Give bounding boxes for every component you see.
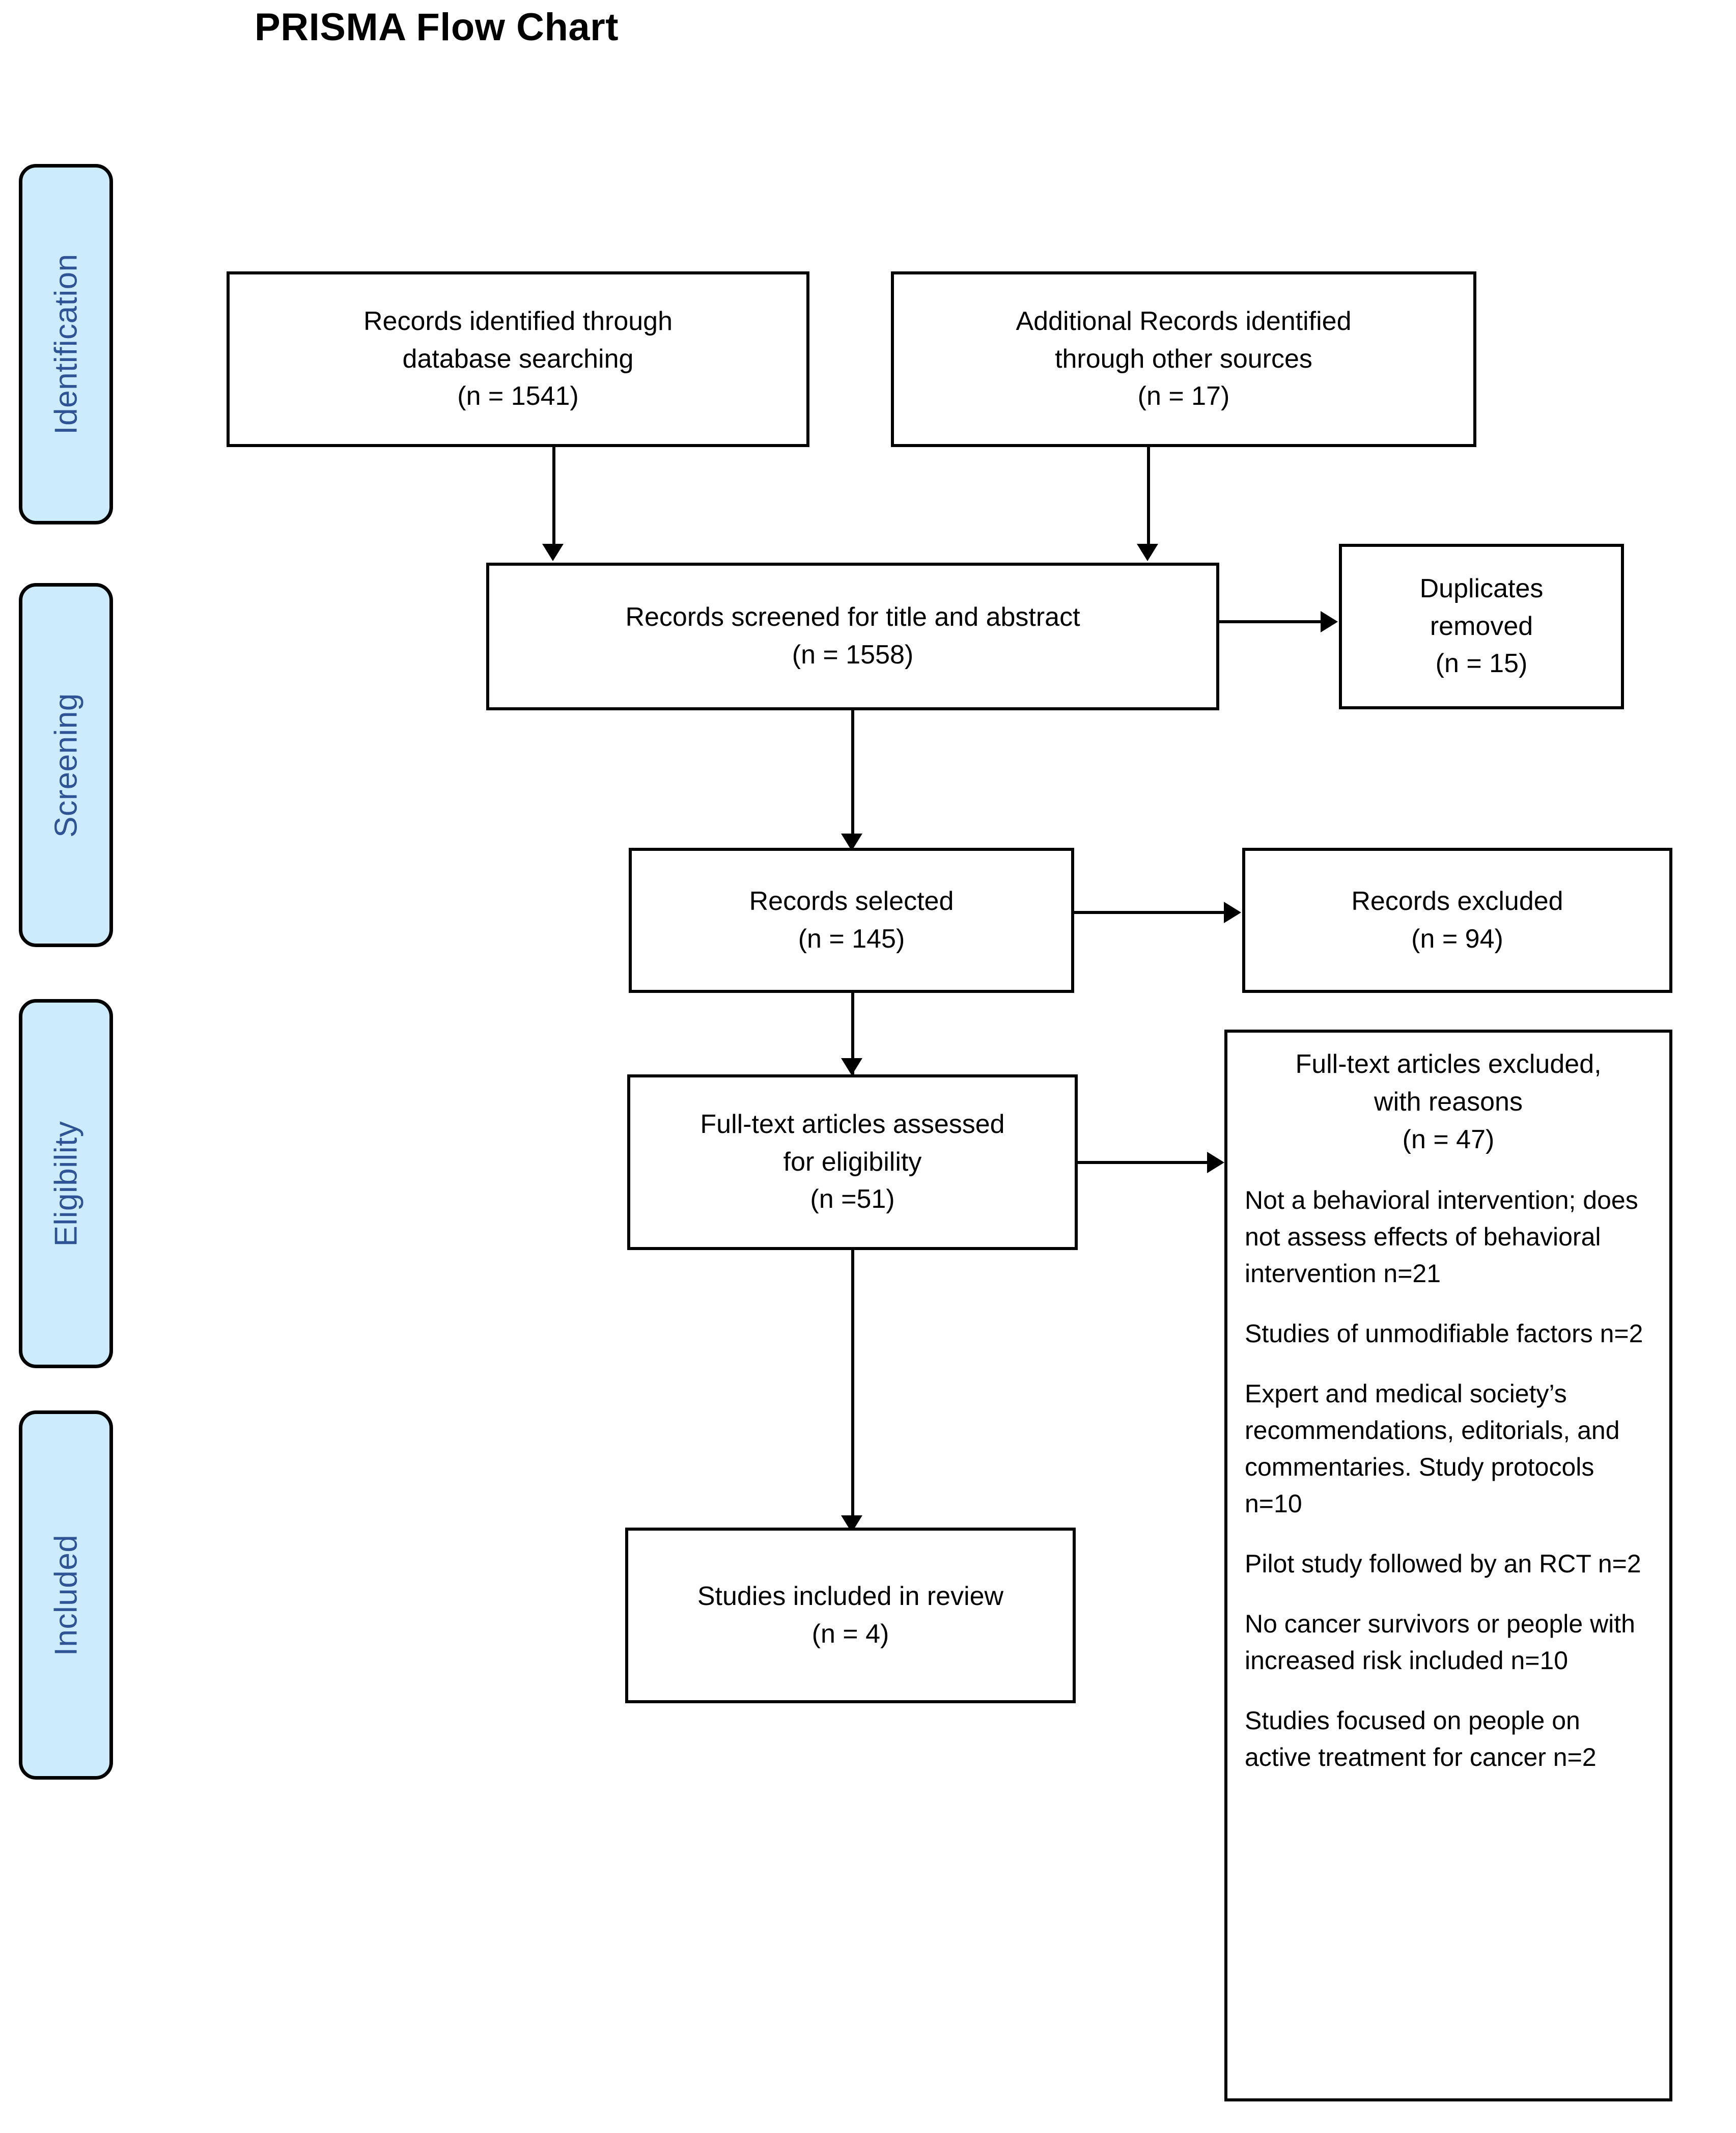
box-line-2: removed	[1430, 611, 1533, 641]
connector-screened-to-selected	[851, 710, 854, 835]
arrowhead-screened-to-duplicates	[1321, 611, 1338, 632]
page-title: PRISMA Flow Chart	[255, 6, 619, 49]
box-records-excluded: Records excluded (n = 94)	[1242, 848, 1672, 993]
arrowhead-fulltext-to-reasons	[1207, 1152, 1224, 1173]
box-additional-records-other-sources: Additional Records identified through ot…	[891, 271, 1476, 447]
box-line-1: Duplicates	[1419, 573, 1544, 603]
reasons-head-line-1: Full-text articles excluded,	[1295, 1049, 1602, 1079]
stage-label-identification: Identification	[48, 254, 83, 435]
reason-item: No cancer survivors or people with incre…	[1245, 1610, 1635, 1675]
box-line-1: Additional Records identified	[1016, 306, 1352, 336]
connector-fulltext-to-reasons	[1078, 1161, 1208, 1164]
arrowhead-identified-other-to-screened	[1137, 544, 1158, 561]
stage-pill-identification: Identification	[19, 164, 113, 524]
arrowhead-identified-db-to-screened	[542, 544, 564, 561]
box-line-1: Records screened for title and abstract	[625, 602, 1080, 632]
box-duplicates-removed: Duplicates removed (n = 15)	[1339, 544, 1624, 709]
connector-identified-db-to-screened	[552, 447, 555, 545]
reasons-head-line-3: (n = 47)	[1402, 1124, 1495, 1154]
box-line-1: Records selected	[749, 886, 954, 916]
stage-pill-eligibility: Eligibility	[19, 999, 113, 1368]
box-line-1: Records excluded	[1351, 886, 1563, 916]
stage-label-included: Included	[48, 1534, 83, 1656]
box-studies-included: Studies included in review (n = 4)	[625, 1528, 1076, 1703]
stage-pill-screening: Screening	[19, 583, 113, 947]
box-line-1: Records identified through	[363, 306, 673, 336]
reasons-head-line-2: with reasons	[1374, 1087, 1523, 1117]
reason-item: Pilot study followed by an RCT n=2	[1245, 1549, 1641, 1578]
box-line-2: database searching	[402, 344, 634, 374]
stage-label-eligibility: Eligibility	[48, 1121, 83, 1246]
box-line-2: (n = 145)	[798, 924, 905, 954]
box-line-3: (n = 15)	[1435, 649, 1528, 679]
reason-item: Expert and medical society’s recommendat…	[1245, 1379, 1620, 1518]
box-line-1: Studies included in review	[697, 1581, 1004, 1611]
box-records-selected: Records selected (n = 145)	[629, 848, 1074, 993]
stage-pill-included: Included	[19, 1410, 113, 1780]
reason-item: Not a behavioral intervention; does not …	[1245, 1186, 1638, 1288]
box-line-2: (n = 1558)	[792, 640, 914, 670]
connector-selected-to-excluded	[1074, 911, 1224, 914]
box-line-2: (n = 4)	[811, 1619, 889, 1649]
box-records-identified-database: Records identified through database sear…	[227, 271, 809, 447]
arrowhead-selected-to-fulltext	[841, 1058, 862, 1075]
box-line-2: through other sources	[1055, 344, 1312, 374]
box-line-3: (n = 17)	[1137, 381, 1230, 411]
reason-item: Studies focused on people on active trea…	[1245, 1706, 1597, 1772]
stage-label-screening: Screening	[48, 692, 83, 838]
box-line-2: (n = 94)	[1411, 924, 1503, 954]
arrowhead-selected-to-excluded	[1224, 902, 1241, 923]
box-line-2: for eligibility	[783, 1147, 922, 1177]
connector-selected-to-fulltext	[851, 993, 854, 1074]
box-line-1: Full-text articles assessed	[700, 1109, 1005, 1139]
panel-fulltext-excluded-with-reasons: Full-text articles excluded, with reason…	[1224, 1030, 1672, 2101]
connector-screened-to-duplicates	[1219, 620, 1321, 623]
reason-item: Studies of unmodifiable factors n=2	[1245, 1319, 1643, 1348]
box-line-3: (n =51)	[810, 1184, 895, 1214]
box-fulltext-assessed: Full-text articles assessed for eligibil…	[627, 1074, 1078, 1250]
connector-fulltext-to-included	[851, 1250, 854, 1533]
box-records-screened: Records screened for title and abstract …	[486, 563, 1219, 710]
connector-identified-other-to-screened	[1147, 447, 1150, 545]
box-line-3: (n = 1541)	[457, 381, 579, 411]
reasons-panel-heading: Full-text articles excluded, with reason…	[1245, 1046, 1652, 1158]
